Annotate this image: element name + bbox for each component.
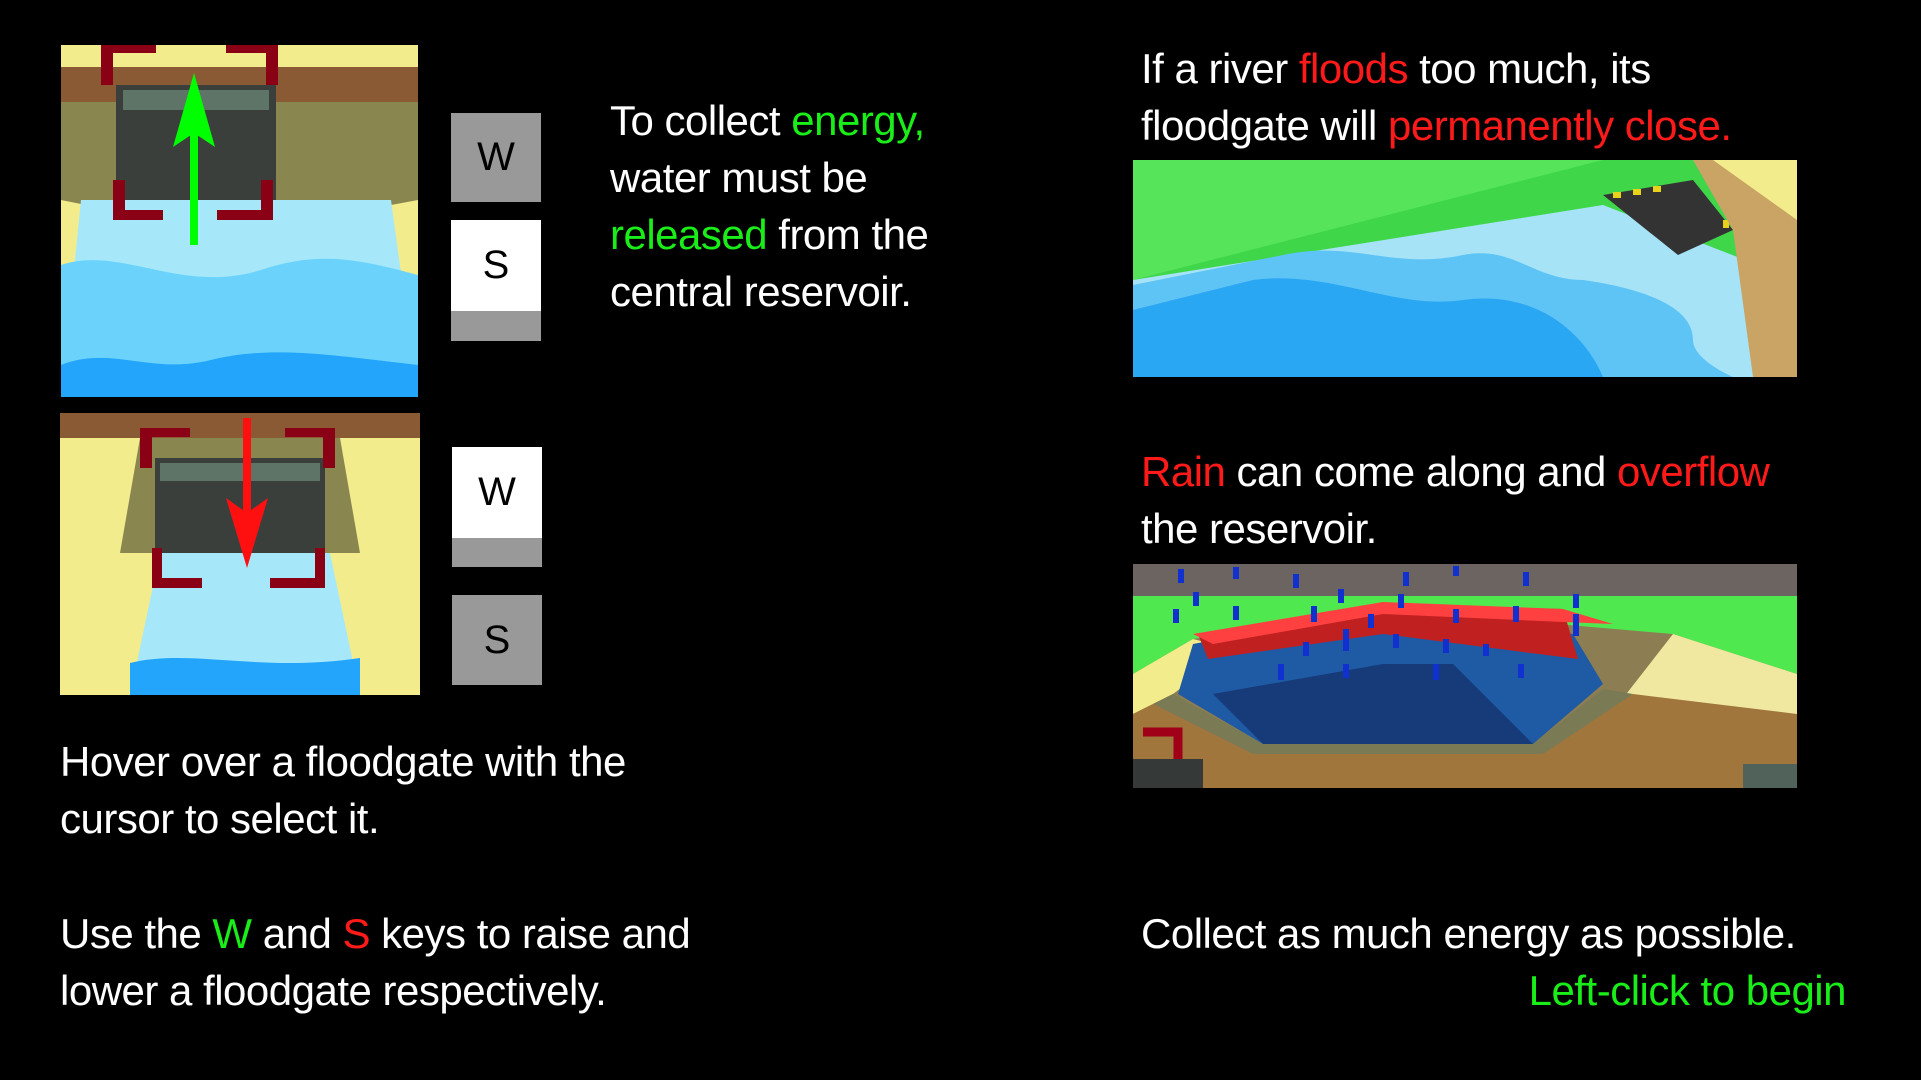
flooded-river-illustration [1133, 160, 1797, 377]
text: keys to raise and [370, 910, 691, 957]
left-click-to-begin[interactable]: Left-click to begin [1528, 967, 1847, 1014]
rain-warning: Rain can come along and overflow the res… [1141, 443, 1770, 557]
text: To collect [610, 97, 792, 144]
text: Hover over a floodgate with the [60, 738, 626, 785]
flood-warning: If a river floods too much, its floodgat… [1141, 40, 1732, 154]
text: Use the [60, 910, 213, 957]
s-key-label: S [452, 595, 542, 685]
rain-highlight: Rain [1141, 448, 1226, 495]
text: floodgate will [1141, 102, 1388, 149]
goal-text: Collect as much energy as possible. [1141, 910, 1796, 957]
s-key-highlighted: S [452, 595, 542, 685]
energy-highlight: energy, [791, 97, 925, 144]
text: the reservoir. [1141, 505, 1377, 552]
text: central reservoir. [610, 268, 912, 315]
floodgate-lower-illustration [60, 413, 420, 695]
text: If a river [1141, 45, 1299, 92]
text: cursor to select it. [60, 795, 380, 842]
s-key-label: S [451, 220, 541, 311]
s-highlight: S [342, 910, 371, 957]
text: and [251, 910, 343, 957]
w-key-label: W [451, 113, 541, 202]
s-key: S [451, 220, 541, 341]
energy-instructions: To collect energy, water must be release… [610, 92, 929, 320]
text: from the [767, 211, 929, 258]
hover-instructions: Hover over a floodgate with the cursor t… [60, 733, 626, 847]
w-key-highlighted: W [451, 113, 541, 202]
text: lower a floodgate respectively. [60, 967, 607, 1014]
keys-instructions: Use the W and S keys to raise and lower … [60, 905, 691, 1019]
released-highlight: released [610, 211, 768, 258]
floods-highlight: floods [1298, 45, 1409, 92]
floodgate-raise-illustration [61, 45, 418, 397]
w-key-label: W [452, 447, 542, 538]
w-key: W [452, 447, 542, 567]
w-highlight: W [212, 910, 252, 957]
overflow-highlight: overflow [1617, 448, 1770, 495]
reservoir-rain-illustration [1133, 564, 1797, 788]
text: can come along and [1225, 448, 1617, 495]
permanently-close-highlight: permanently close. [1387, 102, 1732, 149]
text: water must be [610, 154, 868, 201]
text: too much, its [1407, 45, 1651, 92]
